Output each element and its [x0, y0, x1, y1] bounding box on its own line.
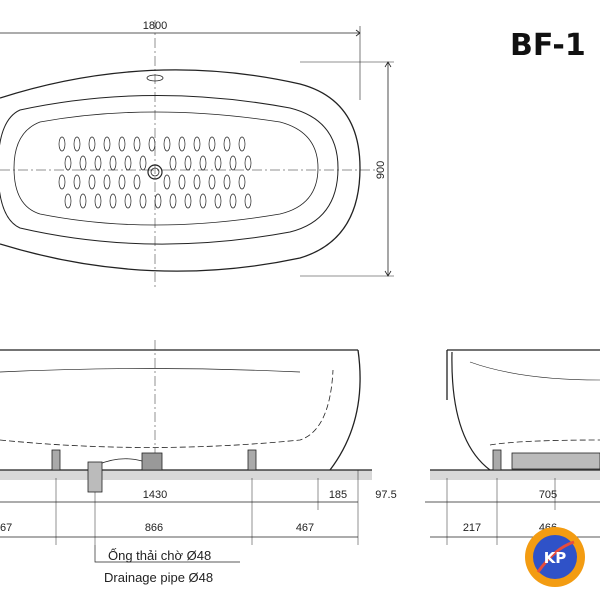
- anti-slip-dot: [58, 136, 66, 152]
- logo-text: KP: [544, 549, 567, 567]
- anti-slip-dot: [148, 136, 156, 152]
- dim-side-leg: 217: [463, 522, 481, 534]
- anti-slip-dot: [238, 174, 246, 190]
- dim-front-right-leg: 467: [296, 522, 314, 534]
- anti-slip-dot: [178, 174, 186, 190]
- top-view: [0, 20, 394, 290]
- drain-note-vi: Ống thải chờ Ø48: [108, 548, 211, 563]
- dim-top-height: 900: [375, 161, 387, 179]
- anti-slip-dot: [133, 136, 141, 152]
- anti-slip-dot: [133, 174, 141, 190]
- anti-slip-dot: [199, 193, 207, 209]
- anti-slip-dot: [244, 193, 252, 209]
- anti-slip-dot: [214, 155, 222, 171]
- anti-slip-dot: [103, 136, 111, 152]
- anti-slip-dot: [184, 155, 192, 171]
- front-inner-dashed: [0, 369, 334, 448]
- anti-slip-dot: [238, 136, 246, 152]
- drain-pipe: [87, 461, 103, 493]
- tub-floor: [13, 111, 319, 226]
- anti-slip-dot: [154, 193, 162, 209]
- anti-slip-dot: [184, 193, 192, 209]
- anti-slip-dot: [118, 174, 126, 190]
- side-trap: [511, 452, 600, 470]
- anti-slip-dot: [139, 193, 147, 209]
- dim-side-left: 97.5: [375, 489, 396, 501]
- anti-slip-dot: [193, 174, 201, 190]
- overflow-hole: [146, 74, 164, 82]
- anti-slip-dot: [118, 136, 126, 152]
- anti-slip-dot: [109, 193, 117, 209]
- anti-slip-dot: [163, 174, 171, 190]
- anti-slip-dot: [79, 155, 87, 171]
- anti-slip-pattern: [58, 136, 252, 209]
- anti-slip-dot: [124, 193, 132, 209]
- drain-leader: [94, 545, 240, 563]
- dim-front-mid: 866: [145, 522, 163, 534]
- dim-top-width: 1800: [143, 20, 167, 32]
- floor-hatch: [0, 470, 372, 480]
- drain-hole: [147, 164, 163, 180]
- front-leg-left: [51, 449, 61, 471]
- front-leg-right: [247, 449, 257, 471]
- anti-slip-dot: [169, 155, 177, 171]
- side-leg: [492, 449, 502, 471]
- anti-slip-dot: [88, 136, 96, 152]
- anti-slip-dot: [169, 193, 177, 209]
- anti-slip-dot: [178, 136, 186, 152]
- anti-slip-dot: [139, 155, 147, 171]
- anti-slip-dot: [223, 136, 231, 152]
- front-view: [0, 340, 372, 563]
- anti-slip-dot: [208, 174, 216, 190]
- anti-slip-dot: [109, 155, 117, 171]
- anti-slip-dot: [223, 174, 231, 190]
- anti-slip-dot: [124, 155, 132, 171]
- anti-slip-dot: [88, 174, 96, 190]
- anti-slip-dot: [64, 155, 72, 171]
- drain-note-en: Drainage pipe Ø48: [104, 570, 213, 585]
- model-title: BF-1: [510, 28, 586, 63]
- side-view: [425, 349, 600, 545]
- anti-slip-dot: [94, 193, 102, 209]
- tub-inner-basin: [0, 94, 339, 245]
- dim-side-center: 705: [539, 489, 557, 501]
- tub-outer-rim: [0, 69, 361, 272]
- anti-slip-dot: [163, 136, 171, 152]
- dim-front-left-leg: 467: [0, 522, 12, 534]
- brand-logo: KP: [525, 527, 585, 587]
- anti-slip-dot: [214, 193, 222, 209]
- dim-front-right: 185: [329, 489, 347, 501]
- anti-slip-dot: [64, 193, 72, 209]
- anti-slip-dot: [73, 174, 81, 190]
- anti-slip-dot: [193, 136, 201, 152]
- anti-slip-dot: [58, 174, 66, 190]
- logo-accent: [536, 540, 575, 573]
- drain-trap: [141, 452, 163, 471]
- dim-front-center: 1430: [143, 489, 167, 501]
- anti-slip-dot: [229, 193, 237, 209]
- anti-slip-dot: [244, 155, 252, 171]
- anti-slip-dot: [103, 174, 111, 190]
- anti-slip-dot: [94, 155, 102, 171]
- anti-slip-dot: [208, 136, 216, 152]
- anti-slip-dot: [79, 193, 87, 209]
- side-inner-dashed: [489, 439, 600, 446]
- anti-slip-dot: [199, 155, 207, 171]
- anti-slip-dot: [73, 136, 81, 152]
- anti-slip-dot: [229, 155, 237, 171]
